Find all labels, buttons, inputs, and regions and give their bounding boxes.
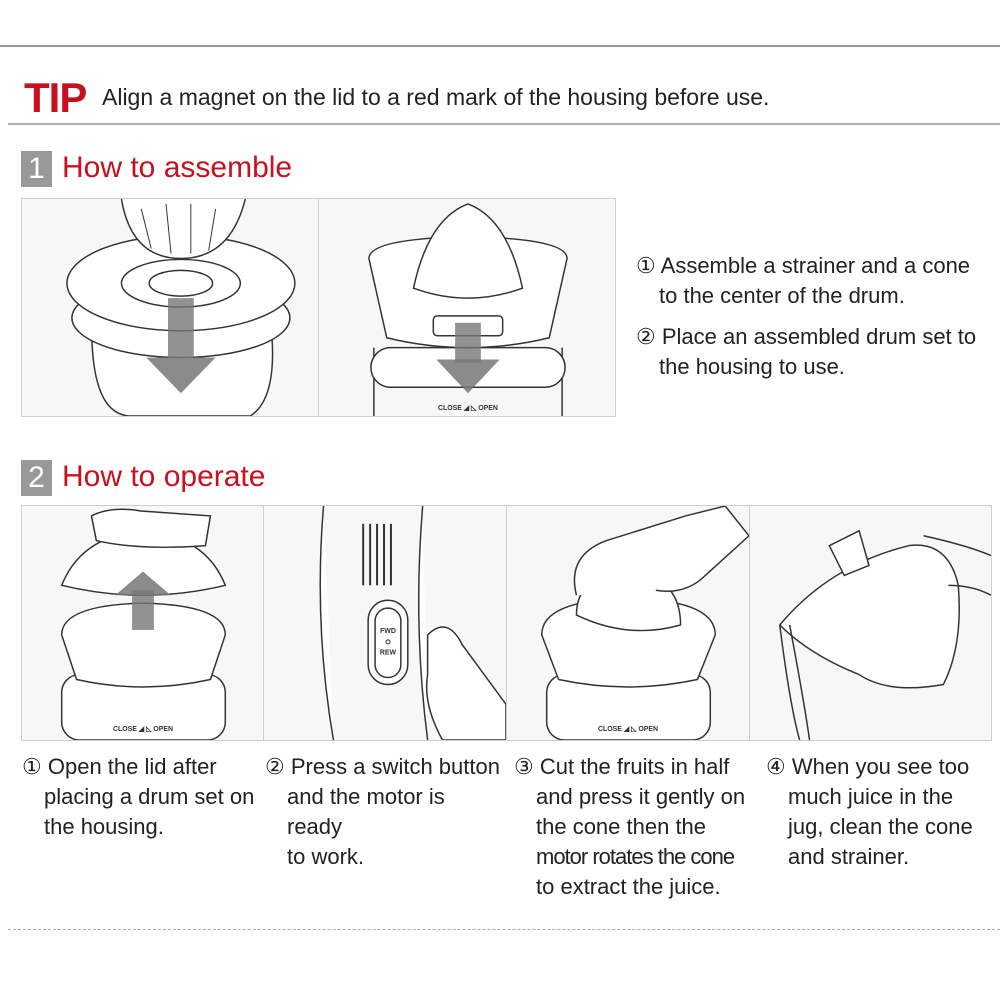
step-marker: ③ — [514, 754, 534, 779]
step-text: to work. — [287, 844, 365, 869]
operate-illustration-3: CLOSE ◢ ◺ OPEN — [506, 505, 750, 741]
assemble-step-1: ① Assemble a strainer and a cone to the … — [636, 251, 970, 311]
tip-text: Align a magnet on the lid to a red mark … — [102, 84, 770, 110]
step-marker: ④ — [766, 754, 786, 779]
section-number-2: 2 — [21, 460, 52, 496]
step-text: and press it gently on — [536, 784, 746, 809]
step-marker: ② — [265, 754, 285, 779]
bottom-dashed-divider — [8, 929, 1000, 930]
step-text: the housing. — [44, 814, 164, 839]
pour-juice-drawing — [778, 529, 991, 740]
operate-illustration-1: CLOSE ◢ ◺ OPEN — [21, 505, 264, 741]
step-text-line2: the housing to use. — [659, 354, 845, 379]
step-marker: ① — [636, 253, 656, 278]
section-number-1: 1 — [21, 151, 52, 187]
close-open-label: CLOSE ◢ ◺ OPEN — [113, 726, 173, 733]
step-text: much juice in the — [788, 784, 954, 809]
step-text: jug, clean the cone — [788, 814, 973, 839]
assemble-step-2: ② Place an assembled drum set to the hou… — [636, 322, 976, 382]
assemble-illustration-2: CLOSE ◢ ◺ OPEN — [318, 198, 616, 417]
step-text: Open the lid after — [47, 754, 217, 779]
step-text: Press a switch button — [290, 754, 500, 779]
step-text: When you see too — [791, 754, 970, 779]
step-text-line2: to the center of the drum. — [659, 283, 905, 308]
section-title-operate: How to operate — [62, 460, 266, 493]
switch-button-drawing: FWD REW — [319, 506, 506, 740]
drum-housing-drawing: CLOSE ◢ ◺ OPEN — [368, 203, 568, 416]
step-text: placing a drum set on — [44, 784, 255, 809]
section-title-assemble: How to assemble — [62, 151, 293, 184]
strainer-cone-drawing — [66, 199, 296, 416]
close-open-label: CLOSE ◢ ◺ OPEN — [598, 726, 658, 733]
step-marker: ② — [636, 324, 656, 349]
top-divider — [0, 45, 1000, 47]
rew-label: REW — [380, 650, 397, 657]
operate-step-3: ③ Cut the fruits in half and press it ge… — [514, 752, 754, 902]
step-marker: ① — [22, 754, 42, 779]
step-text: Cut the fruits in half — [539, 754, 730, 779]
open-lid-drawing: CLOSE ◢ ◺ OPEN — [60, 508, 227, 740]
operate-illustration-2: FWD REW — [263, 505, 507, 741]
step-text-line1: Place an assembled drum set to — [661, 324, 977, 349]
operate-step-1: ① Open the lid after placing a drum set … — [22, 752, 262, 842]
tip-divider — [8, 123, 1000, 125]
fwd-label: FWD — [380, 628, 396, 635]
tip-label: TIP — [24, 74, 87, 121]
press-fruit-drawing: CLOSE ◢ ◺ OPEN — [540, 506, 749, 740]
assemble-illustration-1 — [21, 198, 319, 417]
step-text: motor rotates the cone — [536, 844, 735, 869]
operate-illustration-4 — [749, 505, 992, 741]
operate-step-4: ④ When you see too much juice in the jug… — [766, 752, 1000, 872]
step-text: the cone then the — [536, 814, 707, 839]
step-text: and strainer. — [788, 844, 910, 869]
close-open-label: CLOSE ◢ ◺ OPEN — [438, 405, 498, 412]
step-text: to extract the juice. — [536, 874, 721, 899]
operate-step-2: ② Press a switch button and the motor is… — [265, 752, 505, 872]
step-text: and the motor is ready — [287, 784, 445, 839]
step-text-line1: Assemble a strainer and a cone — [660, 253, 971, 278]
